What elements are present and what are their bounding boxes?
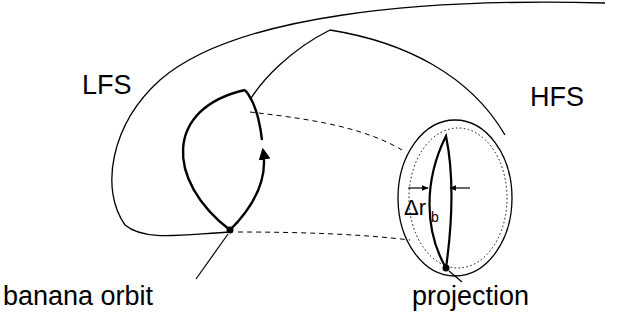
tube-hidden-lower (238, 232, 410, 240)
projection-crescent (430, 136, 452, 268)
leader-line (449, 271, 462, 282)
torus-inner-wall (330, 30, 505, 135)
torus-outer-wall (112, 2, 605, 235)
banana-orbit (183, 90, 245, 230)
width-subscript: b (431, 210, 439, 224)
part-label: projection (412, 283, 529, 310)
orbit-dot (227, 227, 234, 234)
tube-upper-edge (250, 30, 330, 100)
part-label: banana orbit (3, 283, 153, 310)
tube-hidden-upper (250, 112, 402, 150)
region-label: HFS (530, 84, 584, 111)
banana-orbit-arrow (230, 150, 264, 230)
cross-section (398, 120, 512, 276)
width-arrow (408, 187, 428, 188)
projection-dot (443, 265, 450, 272)
width-arrow (450, 187, 470, 188)
region-label: LFS (82, 72, 132, 99)
width-symbol: Δr (404, 197, 426, 219)
leader-line (196, 234, 228, 279)
banana-orbit (245, 90, 262, 140)
